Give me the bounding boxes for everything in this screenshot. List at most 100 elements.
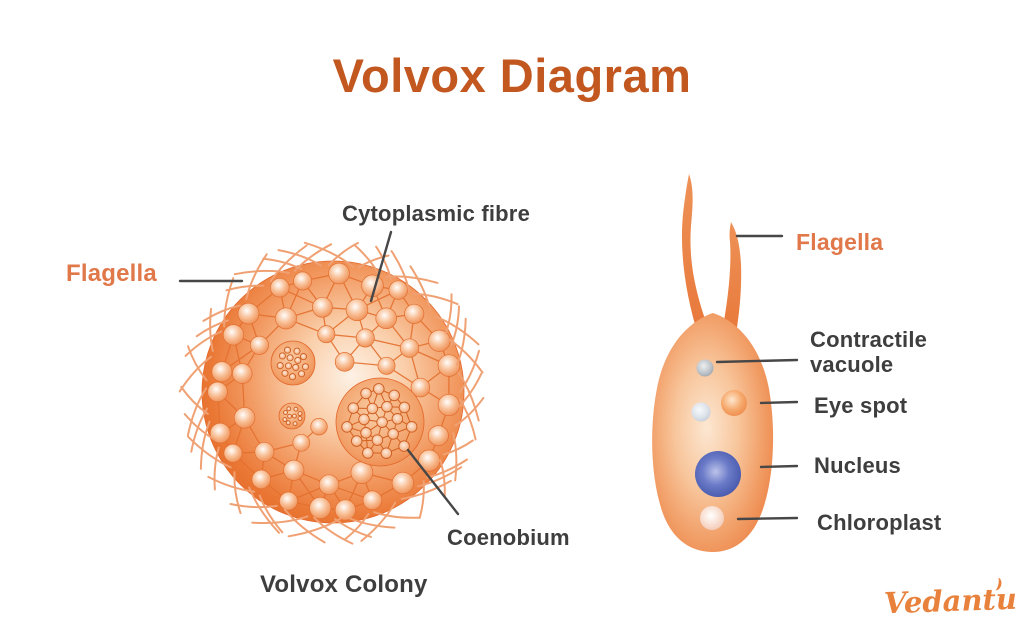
coenobium-label: Coenobium bbox=[447, 525, 570, 550]
flagella-hair bbox=[400, 479, 452, 500]
flagella-hair bbox=[195, 319, 230, 338]
daughter-cell bbox=[347, 402, 360, 414]
colony-cell bbox=[270, 277, 290, 298]
daughter-cell bbox=[380, 447, 393, 459]
daughter-cell bbox=[287, 413, 293, 419]
colony-cell bbox=[437, 354, 461, 377]
daughter-colonies bbox=[270, 340, 425, 467]
nucleus-label: Nucleus bbox=[814, 453, 901, 478]
daughter-cell bbox=[293, 406, 299, 412]
eye-spot-label: Eye spot bbox=[814, 393, 908, 418]
daughter-cell bbox=[282, 417, 288, 423]
flagella-hair bbox=[409, 265, 432, 312]
eye-spot-leader bbox=[759, 400, 799, 405]
colony-cell bbox=[279, 491, 298, 511]
colony-cell bbox=[232, 363, 253, 384]
colony-cells bbox=[207, 262, 461, 521]
daughter-cell bbox=[283, 346, 292, 354]
colony-cell bbox=[377, 356, 396, 375]
flagella-hair bbox=[251, 515, 309, 524]
daughter-cell bbox=[278, 352, 286, 360]
flagella-hair bbox=[458, 372, 483, 408]
daughter-cell bbox=[297, 411, 303, 417]
daughter-cell bbox=[398, 440, 410, 452]
colony-cell bbox=[292, 433, 311, 452]
leader-lines bbox=[178, 230, 799, 521]
colony-cell bbox=[312, 296, 333, 318]
volvox-colony-illustration bbox=[178, 241, 485, 545]
daughter-cell bbox=[371, 434, 384, 446]
page-title: Volvox Diagram bbox=[332, 49, 692, 102]
flagella-hair bbox=[347, 517, 396, 529]
daughter-cell bbox=[405, 421, 418, 433]
daughter-cell bbox=[387, 428, 399, 440]
colony-cell bbox=[404, 303, 425, 324]
flagella-hair bbox=[456, 317, 467, 366]
daughter-cell bbox=[391, 413, 404, 425]
daughter-cell bbox=[294, 356, 302, 364]
colony-cell bbox=[334, 352, 355, 372]
flagella-hair bbox=[454, 396, 485, 427]
coenobium-leader bbox=[406, 448, 460, 516]
colony-cell bbox=[237, 302, 260, 325]
flagella-hair bbox=[458, 398, 477, 441]
nucleus-leader bbox=[759, 464, 799, 469]
nucleus bbox=[695, 451, 741, 497]
flagella-hair bbox=[457, 371, 480, 422]
daughter-cell bbox=[360, 427, 372, 439]
colony-cell bbox=[318, 474, 340, 495]
colony-cell bbox=[275, 307, 297, 330]
flagella-hair bbox=[225, 284, 265, 292]
colony-cell bbox=[427, 425, 449, 447]
flagella-hair bbox=[452, 432, 458, 482]
flagella-hair bbox=[417, 466, 463, 488]
daughter-cell bbox=[286, 406, 292, 412]
colony-cell bbox=[283, 459, 305, 481]
colony-cell bbox=[355, 328, 375, 348]
eye-spot bbox=[721, 390, 747, 416]
colony-cell bbox=[410, 377, 431, 398]
colony-cell bbox=[345, 298, 369, 322]
colony-cell bbox=[293, 271, 313, 291]
flagella-hair bbox=[439, 458, 446, 499]
cytoplasmic-fibre-label: Cytoplasmic fibre bbox=[342, 201, 531, 226]
colony-cell bbox=[222, 324, 245, 346]
flagella-hair bbox=[344, 513, 370, 540]
daughter-cell bbox=[366, 402, 379, 415]
flagella-hair bbox=[199, 420, 211, 470]
daughter-cell bbox=[297, 416, 303, 422]
daughter-cell bbox=[284, 362, 293, 370]
flagella-hair bbox=[283, 508, 326, 544]
daughter-cell bbox=[292, 363, 300, 371]
daughter-cell bbox=[301, 363, 310, 371]
flagella-hair bbox=[360, 501, 397, 542]
colony-cell bbox=[388, 280, 408, 300]
flagella-hair bbox=[233, 471, 242, 515]
daughter-cell bbox=[376, 416, 388, 428]
cell-flagella-label: Flagella bbox=[796, 229, 884, 255]
secondary-vacuole bbox=[691, 402, 711, 422]
flagella-hair bbox=[334, 518, 372, 538]
daughter-cell bbox=[388, 389, 400, 402]
colony-cell bbox=[399, 338, 420, 358]
colony-cell bbox=[362, 490, 383, 511]
volvox-colony-caption: Volvox Colony bbox=[260, 571, 428, 598]
colony-cell bbox=[223, 443, 243, 463]
flagella-hair bbox=[373, 511, 421, 519]
flagella-hair bbox=[375, 245, 392, 280]
flagella-hair bbox=[450, 305, 460, 347]
daughter-cell bbox=[293, 347, 301, 355]
cell-body bbox=[652, 313, 774, 552]
colony-flagella-label: Flagella bbox=[66, 260, 157, 287]
flagella-hair bbox=[186, 387, 207, 437]
flagella-hair bbox=[459, 349, 480, 393]
flagella-hair bbox=[426, 458, 468, 479]
daughter-cell bbox=[298, 370, 306, 378]
cytoplasmic-fibre-leader bbox=[369, 230, 393, 303]
colony-cell bbox=[309, 496, 332, 520]
flagella-hair bbox=[412, 292, 459, 306]
flagella-hair bbox=[202, 304, 241, 322]
colony-cell bbox=[391, 471, 415, 495]
flagella-hair bbox=[353, 243, 380, 275]
